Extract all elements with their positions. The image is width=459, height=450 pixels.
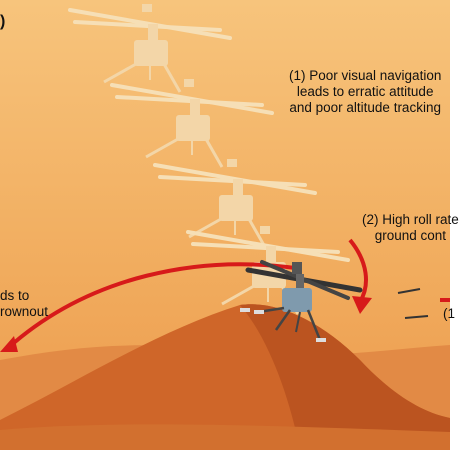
annotation-4: (1 — [443, 306, 456, 321]
annotation-1-line3: and poor altitude tracking — [289, 100, 441, 115]
annotation-3: ds to rownout — [0, 288, 48, 320]
arrow-head-right-icon — [352, 296, 372, 314]
brownout-arrow — [6, 262, 296, 350]
dune-shadow — [240, 304, 450, 450]
annotation-1-line2: leads to erratic attitude — [296, 84, 434, 99]
arrow-head-left-icon — [0, 336, 18, 352]
helicopter-icon — [240, 260, 363, 342]
annotation-1: (1) Poor visual navigation leads to erra… — [289, 68, 441, 116]
motion-line-icon — [397, 288, 421, 294]
corner-label: ) — [0, 13, 6, 30]
annotation-3-line1: ds to — [0, 288, 30, 303]
annotation-2: (2) High roll rate ground cont — [362, 212, 459, 244]
annotation-1-line1: (1) Poor visual navigation — [289, 68, 442, 83]
annotation-3-line2: rownout — [0, 304, 49, 319]
annotation-2-line2: ground cont — [374, 228, 447, 243]
motion-line-icon — [404, 315, 429, 319]
annotation-2-line1: (2) High roll rate — [362, 212, 459, 227]
foreground-ground — [0, 424, 450, 450]
